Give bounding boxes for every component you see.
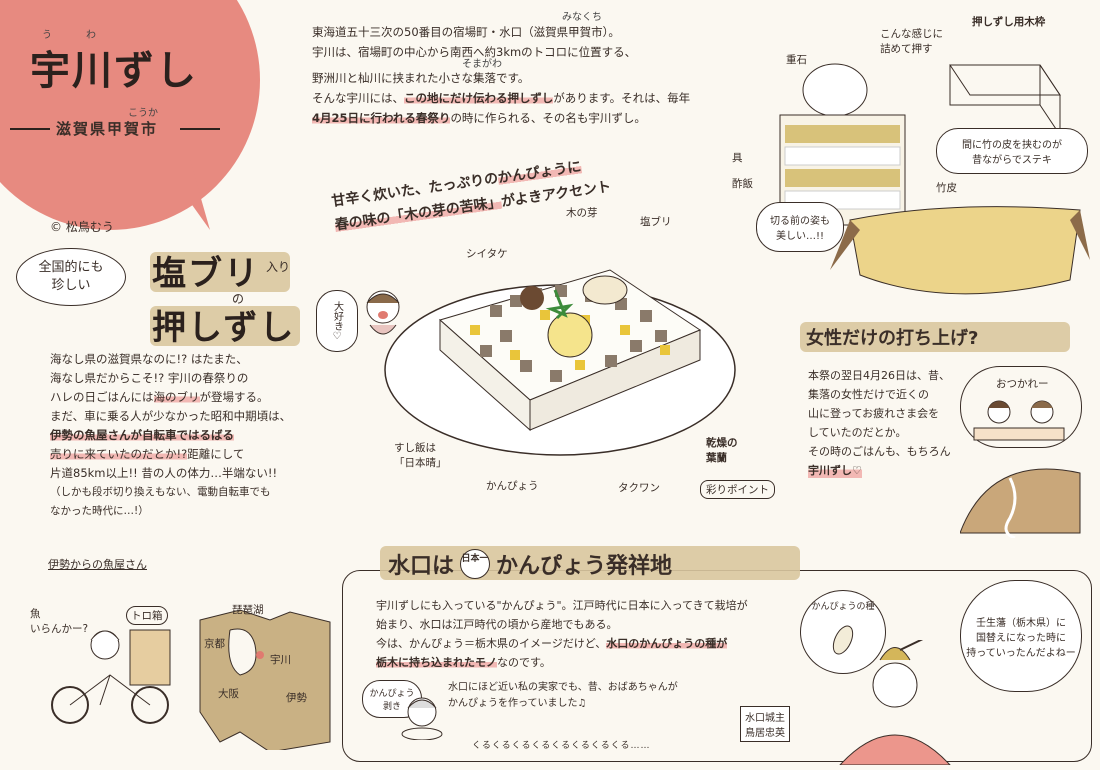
kanpyo-head-b: かんぴょう発祥地 (496, 554, 673, 579)
divider-right (180, 128, 220, 130)
bicycle-illustration (51, 629, 171, 724)
kanpyo-family-note: 水口にほど近い私の実家でも、昔、おばあちゃんが かんぴょうを作っていました♫ (448, 682, 678, 709)
intro-line-1: 東海道五十三次の50番目の宿場町・水口（滋賀県甲賀市）。 (312, 25, 620, 39)
kanpyo-text: 宇川ずしにも入っている"かんぴょう"。江戸時代に日本に入ってきて栽培が 始まり、… (376, 599, 748, 669)
main-head-suffix: 入り (266, 260, 291, 274)
intro-line-4: そんな宇川には、この地にだけ伝わる押しずしがあります。それは、毎年 (312, 91, 691, 105)
label-takuwan: タクワン (618, 482, 660, 494)
seed-icon (832, 625, 854, 655)
intro-ruby-1: みなくち (562, 12, 602, 23)
heading-brush-2 (150, 306, 300, 346)
label-kinome: 木の芽 (566, 207, 598, 219)
place-ruby: こうか (128, 108, 158, 119)
map-ise: 伊勢 (286, 692, 307, 704)
label-weight: 重石 (786, 54, 807, 66)
sushi-illustration (384, 269, 736, 456)
bubble-tail (160, 160, 210, 230)
press-illustration (779, 63, 1090, 295)
before-cut-bubble: 切る前の姿も 美しい…!! (756, 202, 844, 252)
label-pack: こんな感じに 詰めて押す (880, 28, 943, 55)
mountain-icon (960, 468, 1081, 538)
seed-label: かんぴょうの種 (811, 602, 875, 612)
map-heading: 伊勢からの魚屋さん (48, 558, 147, 571)
bamboo-bubble: 間に竹の皮を挟むのが 昔ながらでステキ (936, 128, 1088, 174)
label-kanpyo: かんぴょう (486, 480, 539, 492)
divider-left (10, 128, 50, 130)
women-icons (973, 400, 1065, 441)
girl-icon (366, 290, 400, 335)
rare-bubble: 全国的にも 珍しい (16, 248, 126, 306)
samurai-illustration (839, 640, 951, 765)
title-ruby: う わ (42, 30, 108, 41)
fish-call: 魚 いらんかー? (30, 608, 89, 635)
intro-line-2: 宇川は、宿場町の中心から南西へ約3kmのトコロに位置する、 (312, 45, 637, 59)
samurai-bubble: 壬生藩（栃木県）に 国替えになった時に 持っていったんだよねー (960, 580, 1082, 692)
map-illustration (199, 609, 331, 750)
label-ran: 乾燥の 葉蘭 (706, 437, 738, 464)
label-frame: 押しずし用木枠 (972, 16, 1046, 28)
kanpyo-brush (380, 546, 800, 580)
kanpyo-head-circle: 日本一 (460, 549, 491, 579)
girl-bubble: 大好き♡ (316, 290, 358, 352)
label-sumeshi: 酢飯 (732, 178, 753, 190)
intro-ruby-3: そまがわ (462, 59, 502, 70)
label-irodori: 彩りポイント (700, 480, 775, 499)
label-bamboo: 竹皮 (936, 182, 957, 194)
map-biwako: 琵琶湖 (232, 604, 264, 616)
intro-text: みなくち 東海道五十三次の50番目の宿場町・水口（滋賀県甲賀市）。 宇川は、宿場… (312, 12, 712, 128)
main-head-line2: 押しずし (152, 308, 296, 348)
intro-line-5: 4月25日に行われる春祭りの時に作られる、その名も宇川ずし。 (312, 111, 646, 125)
heading-brush-1 (150, 252, 290, 292)
map-kyoto: 京都 (204, 638, 225, 650)
label-shiitake: シイタケ (466, 248, 508, 260)
place-name: 滋賀県甲賀市 (56, 120, 159, 138)
label-shiobu: 塩ブリ (640, 216, 672, 228)
grandma-icon (401, 697, 443, 740)
label-rice: すし飯は 「日本晴」 (394, 442, 447, 469)
tagline: 甘辛く炊いた、たっぷりのかんぴょうに 春の味の「木の芽の苦味」がよきアクセント (330, 151, 613, 237)
kanpyo-ribbon: くるくるくるくるくるくるくるくる…… (472, 741, 651, 751)
page-title: 宇川ずし (30, 48, 198, 94)
lord-label: 水口城主 鳥居忠英 (740, 706, 790, 742)
kanpyo-head-a: 水口は (388, 554, 455, 579)
women-brush (800, 322, 1070, 352)
kanpyo-heading: 水口は 日本一 かんぴょう発祥地 (388, 548, 672, 580)
box-label: トロ箱 (126, 606, 168, 625)
map-osaka: 大阪 (218, 688, 239, 700)
main-head-no: の (232, 292, 245, 306)
label-gu: 具 (732, 152, 743, 164)
women-text: 本祭の翌日4月26日は、昔、 集落の女性だけで近くの 山に登ってお疲れさま会を … (808, 366, 968, 480)
left-paragraph: 海なし県の滋賀県なのに!? はたまた、 海なし県だからこそ!? 宇川の春祭りの … (50, 352, 292, 517)
women-illustration (960, 366, 1082, 448)
map-ugawa: 宇川 (270, 654, 291, 666)
intro-line-3: 野洲川と杣川に挟まれた小さな集落です。 (312, 71, 530, 85)
main-head-line1: 塩ブリ (152, 254, 260, 294)
women-heading: 女性だけの打ち上げ? (806, 328, 979, 349)
women-bubble-text: おつかれー (996, 378, 1049, 390)
credit: © 松鳥むう (50, 220, 114, 234)
